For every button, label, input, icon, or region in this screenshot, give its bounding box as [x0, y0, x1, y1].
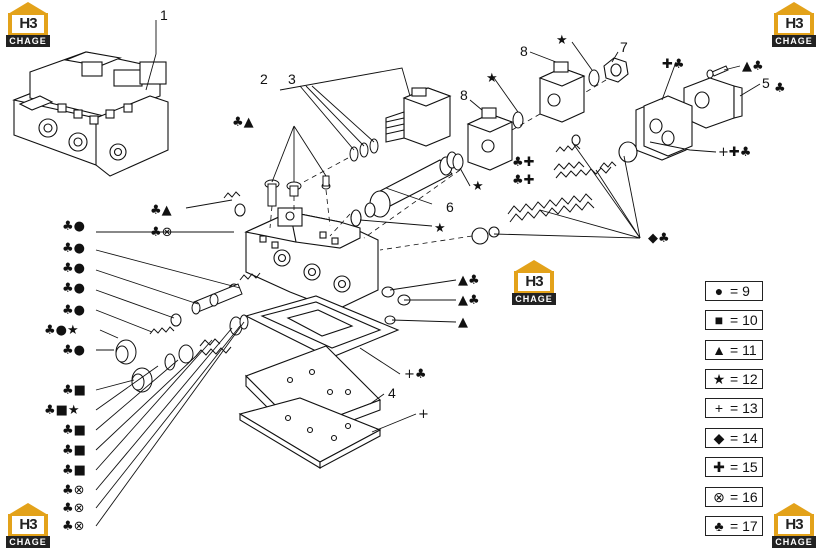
legend-text: = 16	[730, 489, 758, 505]
valve-assembly-part-1[interactable]	[12, 51, 169, 177]
dashed-guides	[269, 79, 607, 251]
legend-row-12: ★ = 12	[705, 369, 763, 389]
callout-coil2-star: ★	[556, 33, 568, 48]
legend-symbol: ◆	[713, 429, 725, 446]
callout-left-10: ♣■	[62, 383, 86, 398]
callout-right-1: ▲♣	[458, 273, 480, 288]
legend-symbol: ✚	[713, 458, 725, 475]
legend-text: = 12	[730, 371, 758, 387]
callout-spring-2: ♣✚	[512, 173, 535, 188]
symbol-callouts: ♣▲ ♣▲ ♣⊗ ♣● ♣● ♣● ♣● ♣● ♣●★ ♣● ♣■ ♣■★ ♣■…	[44, 33, 786, 534]
part-number-labels: 1 2 3 4 5 6 7 8 8	[160, 7, 770, 401]
callout-cover: ✚♣	[662, 57, 685, 72]
callout-left-8: ♣●★	[44, 323, 79, 338]
leader-lines	[95, 20, 761, 527]
callout-right-3: ▲	[458, 315, 468, 330]
brand-logo-top-left: H3 CHAGE	[4, 2, 52, 48]
callout-right-2: ▲♣	[458, 293, 480, 308]
callout-left-12: ♣■	[62, 423, 86, 438]
coil-block-part-8a[interactable]	[466, 107, 514, 171]
legend-row-11: ▲ = 11	[705, 340, 763, 360]
solenoid-tube-part-6[interactable]	[350, 151, 458, 227]
part-number-2: 2	[260, 71, 268, 87]
callout-left-7: ♣●	[62, 303, 85, 318]
legend-symbol: ♣	[714, 518, 724, 534]
brand-logo-top-right: H3 CHAGE	[770, 2, 818, 48]
bolts-top[interactable]	[264, 175, 331, 207]
screw-small[interactable]	[706, 65, 729, 79]
legend-symbol: ★	[712, 370, 726, 387]
callout-left-16: ♣⊗	[62, 501, 85, 516]
part-number-3: 3	[288, 71, 296, 87]
legend-text: = 10	[730, 312, 758, 328]
callout-left-2: ♣⊗	[150, 225, 173, 240]
legend-text: = 17	[730, 518, 758, 534]
gasket[interactable]	[244, 295, 400, 359]
legend-row-17: ♣ = 17	[705, 516, 763, 536]
callout-left-14: ♣■	[62, 463, 86, 478]
legend-symbol: ■	[714, 312, 724, 328]
legend-text: = 14	[730, 430, 758, 446]
callout-tube-star: ★	[434, 221, 446, 236]
callout-left-11: ♣■★	[44, 403, 80, 418]
brand-logo-center: H3 CHAGE	[510, 260, 558, 306]
legend-text: = 13	[730, 400, 758, 416]
callout-cover-club: ♣	[774, 81, 786, 96]
callout-ring-star: ★	[472, 179, 484, 194]
callout-coil-star: ★	[486, 71, 498, 86]
valve-body[interactable]	[244, 207, 379, 311]
end-cover-part-5[interactable]	[683, 77, 743, 129]
callout-left-13: ♣■	[62, 443, 86, 458]
legend-row-15: ✚ = 15	[705, 457, 763, 477]
callout-spring-1: ♣✚	[512, 155, 535, 170]
callout-left-17: ♣⊗	[62, 519, 85, 534]
callout-left-15: ♣⊗	[62, 483, 85, 498]
brand-logo-bottom-right: H3 CHAGE	[770, 503, 818, 549]
callout-left-5: ♣●	[62, 261, 85, 276]
o-rings-part-3[interactable]	[349, 138, 379, 162]
legend-symbol: ●	[714, 283, 724, 299]
legend-row-16: ⊗ = 16	[705, 487, 763, 507]
callout-bolts: ♣▲	[232, 115, 254, 130]
legend-symbol: ⊗	[713, 488, 725, 505]
callout-left-1: ♣▲	[150, 203, 172, 218]
coil-block-part-8b[interactable]	[538, 61, 586, 123]
part-number-8b: 8	[460, 87, 468, 103]
legend-text: = 15	[730, 459, 758, 475]
callout-plate: +	[418, 407, 429, 422]
legend-text: = 9	[730, 283, 750, 299]
legend-symbol: +	[714, 400, 724, 416]
callout-left-4: ♣●	[62, 241, 85, 256]
callout-left-9: ♣●	[62, 343, 85, 358]
nut-part-7[interactable]	[603, 57, 629, 83]
part-number-6: 6	[446, 199, 454, 215]
callout-springs: ◆♣	[648, 231, 670, 246]
part-number-7: 7	[620, 39, 628, 55]
plate-lower[interactable]	[238, 397, 382, 469]
legend-row-10: ■ = 10	[705, 310, 763, 330]
end-plates[interactable]	[635, 95, 693, 161]
callout-gasket: +♣	[404, 367, 427, 382]
callout-screw: ▲♣	[742, 59, 764, 74]
part-number-8a: 8	[520, 43, 528, 59]
callout-plates: +✚♣	[718, 145, 751, 160]
part-number-5: 5	[762, 75, 770, 91]
legend-row-13: + = 13	[705, 398, 763, 418]
part-number-4: 4	[388, 385, 396, 401]
legend-text: = 11	[730, 342, 757, 358]
legend-row-9: ● = 9	[705, 281, 763, 301]
legend-row-14: ◆ = 14	[705, 428, 763, 448]
solenoid-valve-part-2[interactable]	[385, 87, 452, 147]
callout-left-3: ♣●	[62, 219, 85, 234]
legend-symbol: ▲	[712, 342, 726, 358]
brand-logo-bottom-left: H3 CHAGE	[4, 503, 52, 549]
callout-left-6: ♣●	[62, 281, 85, 296]
part-number-1: 1	[160, 7, 168, 23]
seal-rings[interactable]	[452, 69, 600, 171]
